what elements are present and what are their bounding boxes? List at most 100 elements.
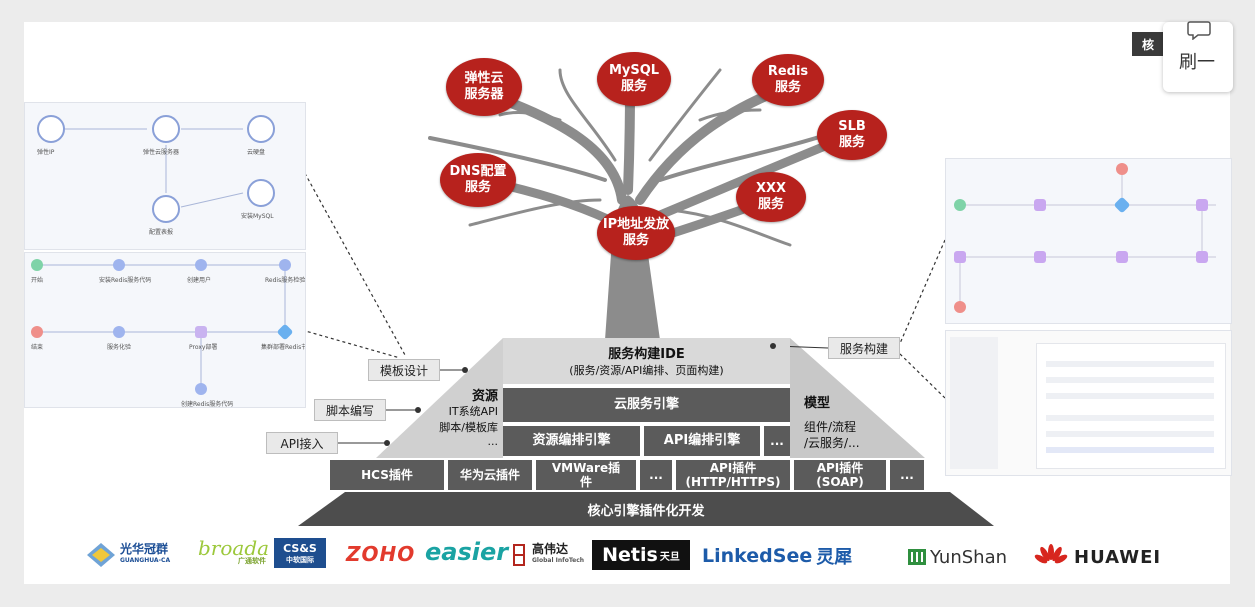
form-sidebar <box>950 337 998 469</box>
logo-huawei: HUAWEI <box>1034 542 1161 572</box>
callout-template-design: 模板设计 <box>368 359 440 381</box>
gaoweida-emblem-icon <box>513 544 525 566</box>
flow-step-icon-1 <box>113 259 125 271</box>
plugin-huawei-cloud: 华为云插件 <box>448 460 532 490</box>
flow-node-eip <box>37 115 65 143</box>
guanghua-emblem-icon <box>87 543 115 567</box>
logo-css-sub: 中软国际 <box>286 555 314 564</box>
flow-bl-3: Redis服务检验 <box>265 277 306 284</box>
logo-broada-name: broada <box>198 536 270 560</box>
flow-step-icon-3 <box>279 259 291 271</box>
model-line1: 组件/流程 <box>804 420 857 434</box>
form-row-6 <box>1046 447 1214 453</box>
right-form-panel <box>945 330 1232 476</box>
flow-label-ecs: 弹性云服务器 <box>143 149 180 156</box>
ide-block <box>503 338 790 384</box>
logo-zoho: ZOHO <box>346 540 415 568</box>
logo-easier: easier <box>425 536 508 568</box>
logo-yunshan: YunShan <box>906 544 1007 570</box>
callout-script-writing: 脚本编写 <box>314 399 386 421</box>
flow-step-icon-2 <box>195 259 207 271</box>
left-flow-panel-bottom: 开始 安装Redis服务代码 创建用户 Redis服务检验 结束 服务化验 Pr… <box>24 252 306 408</box>
core-engine-bar: 核心引擎插件化开发 <box>587 504 705 519</box>
logo-gaoweida: 高伟达 Global InfoTech <box>510 540 584 570</box>
ide-dot <box>770 343 776 349</box>
flow-bl-4: 结束 <box>31 344 44 351</box>
plugin-vmware: VMWare插 件 <box>536 460 636 490</box>
left-flow-panel-top: 弹性IP 弹性云服务器 云硬盘 配置表报 安装MySQL <box>24 102 306 250</box>
plugin-api-soap: API插件 (SOAP) <box>794 460 886 490</box>
callout-dot-template <box>462 367 468 373</box>
logo-linkedsee-name: LinkedSee <box>702 545 813 567</box>
huawei-flower-icon <box>1034 544 1068 564</box>
logo-gaoweida-sub: Global InfoTech <box>532 557 585 564</box>
service-bubble-ip: IP地址发放 服务 <box>597 206 675 260</box>
ide-title: 服务构建IDE <box>608 347 685 362</box>
flow-start-icon <box>31 259 43 271</box>
resource-line2: 脚本/模板库 <box>439 421 498 434</box>
flow-bl-5: 服务化验 <box>107 344 132 351</box>
engine-ellipsis: ... <box>764 426 790 456</box>
flow-end-icon <box>31 326 43 338</box>
logo-css-name: CS&S <box>283 541 317 555</box>
callout-service-build: 服务构建 <box>828 337 900 359</box>
logo-gaoweida-name: 高伟达 <box>532 542 569 556</box>
logo-netis: Netis 天旦 <box>592 540 690 570</box>
plugin-ellipsis-2: ... <box>890 460 924 490</box>
resource-line3: ... <box>487 435 499 448</box>
plugin-ellipsis-1: ... <box>640 460 672 490</box>
logo-easier-name: easier <box>425 538 509 566</box>
flow-step-icon-5 <box>113 326 125 338</box>
logo-netis-name: Netis <box>602 544 658 566</box>
resource-line1: IT系统API <box>448 405 498 418</box>
rflow-top <box>1116 163 1128 175</box>
plugin-hcs: HCS插件 <box>330 460 444 490</box>
right-flow-panel-top <box>945 158 1232 324</box>
rflow-s1 <box>1034 199 1046 211</box>
callout-dot-script <box>415 407 421 413</box>
flow-step-icon-6 <box>195 326 207 338</box>
flow-node-config <box>152 195 180 223</box>
refresh-label: 刷一 <box>1179 52 1215 73</box>
logo-guanghua-name: 光华冠群 <box>120 542 169 556</box>
plugin-api-http: API插件 (HTTP/HTTPS) <box>676 460 790 490</box>
form-row-5 <box>1046 431 1214 437</box>
flow-node-ecs <box>152 115 180 143</box>
flow-label-mysql: 安装MySQL <box>241 213 274 220</box>
ide-subtitle: (服务/资源/API编排、页面构建) <box>569 364 724 377</box>
service-bubble-xxx: XXX 服务 <box>736 172 806 222</box>
callout-api-access: API接入 <box>266 432 338 454</box>
service-bubble-redis: Redis 服务 <box>752 54 824 106</box>
form-row-3 <box>1046 393 1214 399</box>
refresh-button[interactable]: 刷一 <box>1163 21 1233 92</box>
service-bubble-ecs: 弹性云 服务器 <box>446 58 522 116</box>
logo-huawei-name: HUAWEI <box>1074 546 1162 568</box>
service-bubble-dns: DNS配置 服务 <box>440 153 516 207</box>
logo-netis-sub: 天旦 <box>659 551 680 563</box>
flow-bl-1: 安装Redis服务代码 <box>99 277 152 284</box>
logo-yunshan-name: YunShan <box>930 546 1008 568</box>
flow-node-disk <box>247 115 275 143</box>
service-bubble-slb: SLB 服务 <box>817 110 887 160</box>
logo-css: CS&S 中软国际 <box>274 538 326 568</box>
model-title: 模型 <box>804 396 831 411</box>
form-row-1 <box>1046 361 1214 367</box>
rflow-s2 <box>1196 199 1208 211</box>
service-bubble-mysql: MySQL 服务 <box>597 52 671 106</box>
rflow-s6 <box>1196 251 1208 263</box>
flow-label-config: 配置表报 <box>149 229 174 236</box>
flow-bl-2: 创建用户 <box>187 277 212 284</box>
callout-dot-api <box>384 440 390 446</box>
logo-broada: broada 广通软件 <box>198 536 269 566</box>
flow-label-eip: 弹性IP <box>37 149 55 156</box>
corner-tag: 核 <box>1132 32 1164 56</box>
flow-bl-8: 创建Redis服务代码 <box>181 401 234 408</box>
rflow-s4 <box>1034 251 1046 263</box>
comment-icon <box>1187 21 1211 40</box>
cloud-service-engine: 云服务引擎 <box>503 388 790 422</box>
logo-broada-sub: 广通软件 <box>238 557 266 565</box>
yunshan-emblem-icon <box>908 549 926 565</box>
logo-zoho-name: ZOHO <box>346 542 416 566</box>
logo-linkedsee: LinkedSee 灵犀 <box>702 540 852 572</box>
flow-label-disk: 云硬盘 <box>247 149 266 156</box>
